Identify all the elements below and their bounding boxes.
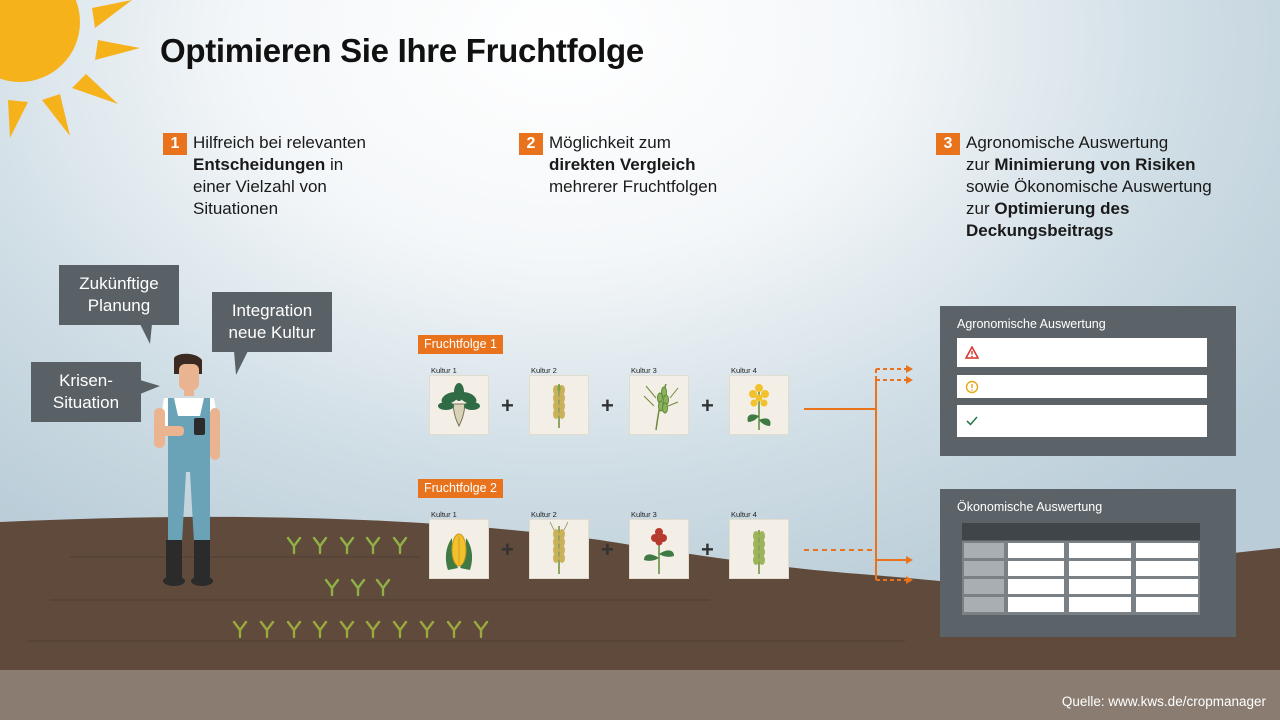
crop-tile-wheat xyxy=(530,376,588,434)
kultur-label: Kultur 3 xyxy=(631,510,657,519)
kultur-label: Kultur 3 xyxy=(631,366,657,375)
crop-tile-sugar-beet xyxy=(430,376,488,434)
point-1-number: 1 xyxy=(163,133,187,155)
point-part: Möglichkeit zum xyxy=(549,133,671,152)
sun-icon xyxy=(0,0,140,138)
bubble-tail xyxy=(140,324,152,344)
bubble-tail xyxy=(140,380,160,394)
plus-sign: + xyxy=(601,393,614,418)
bubble-line: Integration xyxy=(231,301,313,320)
bubble-line: neue Kultur xyxy=(228,323,316,342)
agronomic-panel: Agronomische Auswertung xyxy=(940,306,1236,456)
plus-sign: + xyxy=(701,537,714,562)
point-2-text: Möglichkeit zum direkten Vergleich mehre… xyxy=(549,132,717,198)
warning-icon xyxy=(965,346,979,359)
point-bold: direkten Vergleich xyxy=(549,155,696,174)
point-bold: Entscheidungen xyxy=(193,155,326,174)
bubble-line: Krisen- xyxy=(59,371,113,390)
bubble-zukuenftige-planung: Zukünftige Planung xyxy=(59,265,179,325)
sorghum-icon xyxy=(644,528,674,574)
point-line: Deckungsbeitrags xyxy=(966,220,1212,242)
wheat-icon xyxy=(553,384,565,428)
point-bold: Optimierung des xyxy=(994,199,1130,218)
kultur-label: Kultur 2 xyxy=(531,366,557,375)
bubble-line: Situation xyxy=(52,393,120,412)
point-line: sowie Ökonomische Auswertung xyxy=(966,176,1212,198)
point-bold: Minimierung von Risiken xyxy=(994,155,1196,174)
point-line: Entscheidungen in xyxy=(193,154,366,176)
agronomic-row-warning xyxy=(957,338,1207,367)
plus-sign: + xyxy=(501,393,514,418)
economic-table xyxy=(962,523,1200,615)
point-part: mehrerer Fruchtfolgen xyxy=(549,177,718,196)
bubble-tail xyxy=(234,351,248,375)
fruchtfolge-1-label: Fruchtfolge 1 xyxy=(418,335,503,354)
agronomic-row-info xyxy=(957,375,1207,398)
rapeseed-icon xyxy=(747,384,771,430)
kultur-label: Kultur 4 xyxy=(731,366,757,375)
info-circle-icon xyxy=(965,380,979,394)
point-part: Hilfreich bei relevanten xyxy=(193,133,366,152)
bubble-line: Planung xyxy=(87,296,151,315)
point-line: Hilfreich bei relevanten xyxy=(193,132,366,154)
agronomic-panel-title: Agronomische Auswertung xyxy=(957,317,1106,331)
kultur-label: Kultur 1 xyxy=(431,510,457,519)
plus-sign: + xyxy=(601,537,614,562)
point-3-number: 3 xyxy=(936,133,960,155)
kultur-label: Kultur 4 xyxy=(731,510,757,519)
crop-tile-rapeseed xyxy=(730,376,788,434)
plus-sign: + xyxy=(701,393,714,418)
point-line: Agronomische Auswertung xyxy=(966,132,1212,154)
point-part: Situationen xyxy=(193,199,279,218)
check-icon xyxy=(966,416,978,426)
crop-tile-barley xyxy=(630,376,688,434)
crop-tile-corn xyxy=(430,520,488,578)
crop-tile-wheat xyxy=(530,520,588,578)
economic-panel: Ökonomische Auswertung xyxy=(940,489,1236,637)
point-line: einer Vielzahl von xyxy=(193,176,366,198)
crop-tile-sorghum xyxy=(630,520,688,578)
point-1-text: Hilfreich bei relevanten Entscheidungen … xyxy=(193,132,366,220)
sugar-beet-icon xyxy=(438,383,480,428)
source-credit: Quelle: www.kws.de/cropmanager xyxy=(1061,694,1266,709)
point-line: Möglichkeit zum xyxy=(549,132,717,154)
point-line: direkten Vergleich xyxy=(549,154,717,176)
point-part: Agronomische Auswertung xyxy=(966,133,1169,152)
economic-panel-title: Ökonomische Auswertung xyxy=(957,500,1103,514)
point-line: zur Minimierung von Risiken xyxy=(966,154,1212,176)
farmer-icon xyxy=(154,353,220,586)
crop-tile-wheat xyxy=(730,520,788,578)
plus-sign: + xyxy=(501,537,514,562)
point-part: einer Vielzahl von xyxy=(193,177,327,196)
point-2-number: 2 xyxy=(519,133,543,155)
connector-arrows xyxy=(804,365,913,584)
point-line: Situationen xyxy=(193,198,366,220)
wheat-icon xyxy=(549,521,569,574)
kultur-label: Kultur 1 xyxy=(431,366,457,375)
corn-icon xyxy=(445,533,473,570)
point-line: zur Optimierung des xyxy=(966,198,1212,220)
point-part: sowie Ökonomische Auswertung xyxy=(966,177,1212,196)
bubble-krisen-situation: Krisen- Situation xyxy=(31,362,141,422)
kultur-label: Kultur 2 xyxy=(531,510,557,519)
fruchtfolge-2-label: Fruchtfolge 2 xyxy=(418,479,503,498)
point-part: zur xyxy=(966,199,995,218)
barley-icon xyxy=(643,383,679,431)
point-3-text: Agronomische Auswertung zur Minimierung … xyxy=(966,132,1212,242)
wheat-icon xyxy=(753,530,765,574)
point-part: in xyxy=(325,155,344,174)
bubble-line: Zukünftige xyxy=(79,274,159,293)
agronomic-row-check xyxy=(957,405,1207,437)
bubble-integration: Integration neue Kultur xyxy=(212,292,332,352)
point-bold: Deckungsbeitrags xyxy=(966,221,1114,240)
point-part: zur xyxy=(966,155,995,174)
page-title: Optimieren Sie Ihre Fruchtfolge xyxy=(160,32,644,69)
point-line: mehrerer Fruchtfolgen xyxy=(549,176,717,198)
